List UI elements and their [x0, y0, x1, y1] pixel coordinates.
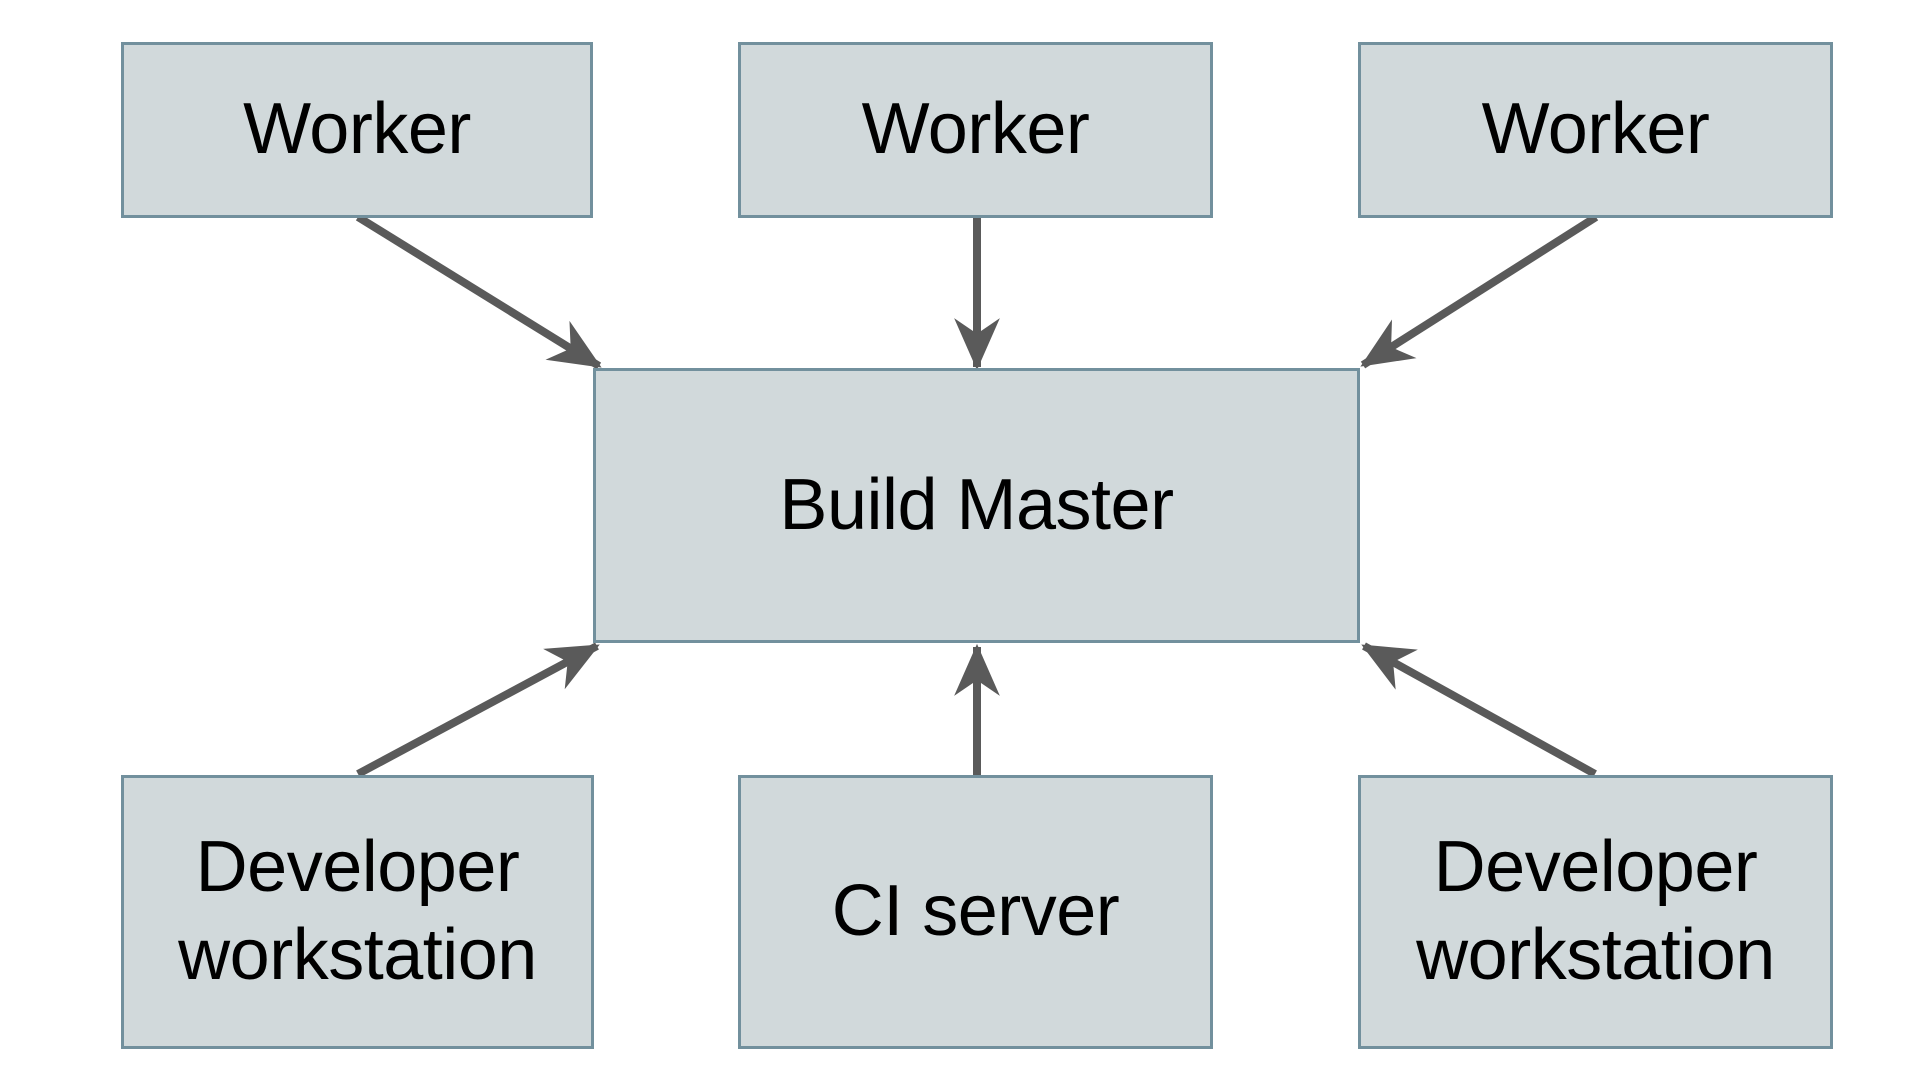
node-worker-3: Worker: [1358, 42, 1833, 218]
node-developer-workstation-right-label: Developer workstation: [1416, 827, 1775, 995]
node-worker-2: Worker: [738, 42, 1213, 218]
arrow-developer-workstation-right-to-build-master: [1361, 642, 1597, 778]
node-developer-workstation-left-label: Developer workstation: [178, 827, 537, 995]
node-ci-server-label: CI server: [831, 871, 1120, 952]
node-developer-workstation-right: Developer workstation: [1358, 775, 1833, 1049]
node-worker-2-label: Worker: [861, 89, 1090, 170]
node-ci-server: CI server: [738, 775, 1213, 1049]
node-worker-1: Worker: [121, 42, 593, 218]
node-build-master: Build Master: [593, 368, 1360, 643]
arrow-developer-workstation-left-to-build-master: [356, 642, 600, 778]
node-worker-3-label: Worker: [1481, 89, 1710, 170]
node-worker-1-label: Worker: [243, 89, 471, 170]
node-developer-workstation-left: Developer workstation: [121, 775, 594, 1049]
node-build-master-label: Build Master: [779, 464, 1174, 545]
arrow-worker-1-to-build-master: [355, 213, 602, 370]
arrow-worker-3-to-build-master: [1360, 213, 1599, 369]
